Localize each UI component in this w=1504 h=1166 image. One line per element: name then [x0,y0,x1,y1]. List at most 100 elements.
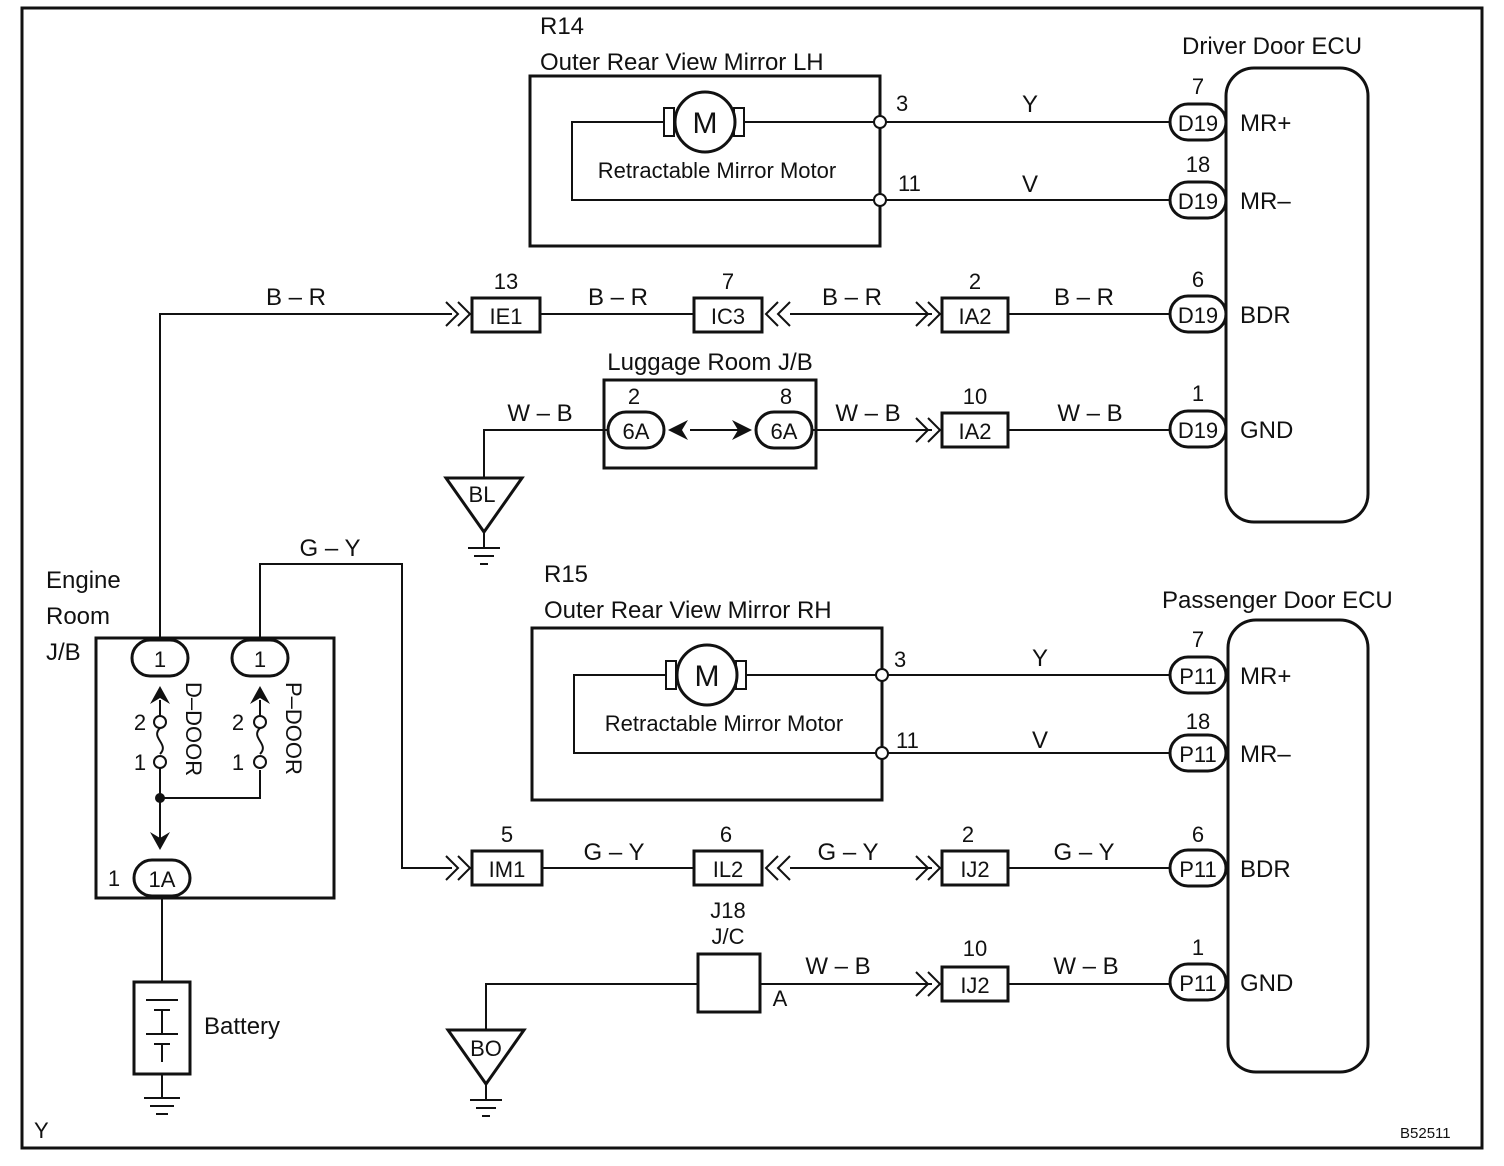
wire-br-label-3: B – R [822,284,882,311]
d-door-fuse-pin-2 [153,715,167,729]
wire-wb-label-3: W – B [1057,400,1122,427]
p-door-fuse-icon [256,727,264,755]
ground-bl: BL [443,476,525,565]
ij2-gnd-arrow-icon [915,971,942,997]
passenger-door-ecu: Passenger Door ECU P11 7 MR+ P11 18 MR– … [1162,587,1393,1074]
driver-ecu-connector-mr-plus [1168,102,1228,142]
r14-motor-label: Retractable Mirror Motor [598,158,836,183]
connector-il2 [692,849,764,887]
connector-ia2-gnd-label: IA2 [958,419,991,444]
ground-bo-symbol-icon [470,1084,502,1117]
passenger-ecu-pin-gnd: 1 [1192,935,1204,960]
wire-wb-label-5: W – B [1053,953,1118,980]
luggage-jb-box [602,378,818,470]
driver-ecu-term-mr-minus: MR– [1240,188,1291,215]
r15-housing [530,626,884,802]
driver-ecu-body [1224,66,1370,524]
p-door-pin-top: 2 [232,710,244,735]
engine-jb-bottom-conn-label: 1A [149,867,176,892]
connector-ij2-gnd-label: IJ2 [960,973,989,998]
connector-ij2-bdr [940,849,1010,887]
engine-room-jb: Engine Room J/B 1 1 2 1 D–DOOR 2 1 P–DOO… [46,567,336,900]
wire-br-engine [159,313,452,640]
r14-housing [528,74,882,248]
r15-name: Outer Rear View Mirror RH [544,597,832,624]
engine-jb-title-line-3: J/B [46,639,81,666]
engine-jb-internal-wiring [159,700,261,799]
wire-gy-label-1: G – Y [300,535,361,562]
ia2-bdr-arrow-icon [915,301,942,327]
p-door-fuse-pin-1 [253,755,267,769]
ground-bl-label: BL [469,482,496,507]
footer-code: Y [34,1118,49,1143]
engine-jb-title-line-1: Engine [46,567,121,594]
ground-bl-triangle [443,476,525,535]
driver-ecu-pin-mr-plus: 7 [1192,74,1204,99]
wire-wb-label-4: W – B [805,953,870,980]
wire-gy-label-3: G – Y [818,839,879,866]
driver-ecu-connector-mr-minus [1168,180,1228,220]
passenger-ecu-connector-mr-plus [1168,655,1228,695]
driver-ecu-term-gnd: GND [1240,417,1293,444]
r15-id: R15 [544,561,588,588]
passenger-ecu-term-mr-plus: MR+ [1240,663,1291,690]
connector-ia2-gnd-pin: 10 [963,384,987,409]
driver-ecu-pin-mr-minus: 18 [1186,152,1210,177]
wire-br-label-2: B – R [588,284,648,311]
d-door-fuse-icon [156,727,164,755]
j18-type: J/C [712,924,745,949]
r15-motor-symbol: M [695,660,720,693]
wire-y-lh-label: Y [1022,91,1038,118]
r14-motor-circuit [571,121,880,201]
r15-motor-label: Retractable Mirror Motor [605,711,843,736]
wire-gy-engine [259,563,452,869]
engine-jb-right-conn-label: 1 [254,647,266,672]
junction-connector-j18: J18 J/C A [696,898,788,1014]
wire-br-label-1: B – R [266,284,326,311]
ground-bl-symbol-icon [468,532,500,565]
r14-name: Outer Rear View Mirror LH [540,49,824,76]
passenger-ecu-connector-mr-minus [1168,733,1228,773]
r15-motor-circuit [573,674,882,754]
wire-br-label-4: B – R [1054,284,1114,311]
wire-ground-bo [485,983,698,1030]
mirror-lh-r14: R14 Outer Rear View Mirror LH M Retracta… [528,13,921,248]
connector-ic3 [692,296,764,334]
r15-pin-bottom-label: 11 [896,728,919,753]
r14-pin-top-label: 3 [896,91,908,116]
ij2-bdr-arrow-icon [915,855,942,881]
passenger-ecu-connector-label: P11 [1179,857,1217,882]
driver-ecu-term-mr-plus: MR+ [1240,110,1291,137]
luggage-jb-arrow-right-icon [732,420,752,440]
d-door-pin-top: 2 [134,710,146,735]
driver-ecu-connector-label: D19 [1178,111,1218,136]
driver-ecu-term-bdr: BDR [1240,302,1291,329]
wire-y-rh-label: Y [1032,645,1048,672]
luggage-jb-right-pin: 8 [780,384,792,409]
r15-pin-3 [875,668,889,682]
p-door-pin-bottom: 1 [232,750,244,775]
il2-arrow-icon [764,855,791,881]
engine-jb-title-line-2: Room [46,603,110,630]
ground-bo: BO [445,1028,527,1117]
engine-jb-connector-1a [132,858,192,898]
engine-jb-connector-p-door [230,638,290,678]
wire-wb-label-2: W – B [835,400,900,427]
r14-pin-11 [873,193,887,207]
ic3-arrow-icon [764,301,791,327]
ia2-gnd-arrow-icon [915,417,942,443]
engine-jb-connector-d-door [130,638,190,678]
connector-ia2-gnd [940,411,1010,449]
r15-motor-icon: M [665,643,747,707]
driver-ecu-title: Driver Door ECU [1182,33,1362,60]
connector-ij2-bdr-label: IJ2 [960,857,989,882]
battery-label: Battery [204,1013,280,1040]
engine-jb-feed-arrow-icon [150,832,170,850]
wire-wb-ground-bl [483,429,608,478]
r14-id: R14 [540,13,584,40]
passenger-ecu-term-bdr: BDR [1240,856,1291,883]
ground-bo-triangle [445,1028,527,1087]
wire-v-rh-label: V [1032,727,1048,754]
luggage-jb-arrow-left-icon [668,420,688,440]
